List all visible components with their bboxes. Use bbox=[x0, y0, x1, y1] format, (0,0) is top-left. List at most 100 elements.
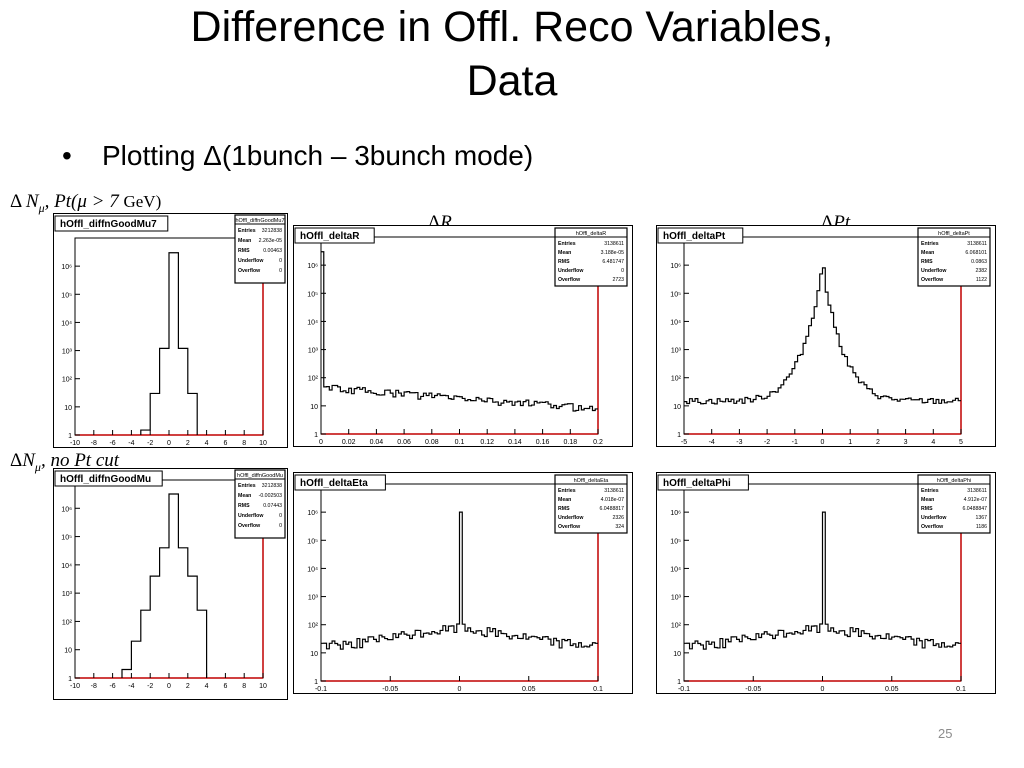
x-tick-label: 0 bbox=[167, 440, 171, 447]
histogram-title-box bbox=[54, 215, 169, 232]
y-tick-label: 10 bbox=[310, 651, 318, 658]
x-tick-label: 0.1 bbox=[455, 439, 465, 446]
histogram-title-box bbox=[657, 227, 744, 244]
label-unit: GeV) bbox=[123, 192, 162, 211]
bullet-dot: • bbox=[62, 140, 72, 171]
histogram-title-text: hOffl_deltaR bbox=[300, 231, 360, 242]
y-tick-label: 10⁵ bbox=[61, 292, 72, 299]
bullet-text: Plotting Δ(1bunch – 3bunch mode) bbox=[102, 140, 534, 171]
stats-value: 6.0488817 bbox=[599, 506, 624, 512]
y-tick-label: 10 bbox=[64, 648, 72, 655]
histogram-title-box bbox=[54, 470, 163, 487]
histogram-deltapt: hOffl_deltaPt11010²10³10⁴10⁵10⁶-5-4-3-2-… bbox=[656, 225, 996, 447]
histogram-title-box bbox=[294, 474, 386, 491]
stats-value: -0.002503 bbox=[259, 493, 282, 499]
slide-title-line1: Difference in Offl. Reco Variables, bbox=[190, 3, 834, 51]
y-tick-label: 10² bbox=[62, 377, 73, 384]
histogram-outline bbox=[321, 511, 598, 650]
y-tick-label: 10³ bbox=[62, 349, 73, 356]
stats-value: 1186 bbox=[976, 524, 987, 530]
x-tick-label: -6 bbox=[109, 683, 115, 690]
slide-title: Difference in Offl. Reco Variables, Data bbox=[0, 0, 1024, 108]
x-tick-label: 4 bbox=[205, 683, 209, 690]
slide-title-line2: Data bbox=[466, 57, 558, 105]
stats-value: 0.00463 bbox=[263, 248, 282, 254]
y-tick-label: 10 bbox=[673, 404, 681, 411]
x-tick-label: -2 bbox=[147, 683, 153, 690]
stats-value: 0 bbox=[279, 513, 282, 519]
x-tick-label: -4 bbox=[128, 683, 134, 690]
stats-value: 1367 bbox=[975, 515, 987, 521]
stats-value: 6.068101 bbox=[965, 250, 987, 256]
histogram-title: hOffl_diffnGoodMu7 bbox=[54, 215, 169, 232]
x-tick-label: -4 bbox=[128, 440, 134, 447]
y-tick-label: 1 bbox=[314, 679, 318, 686]
stats-value: 6.0488847 bbox=[962, 506, 987, 512]
stats-value: 6.481747 bbox=[602, 259, 624, 265]
stats-box-frame bbox=[917, 227, 991, 287]
x-tick-label: 2 bbox=[186, 440, 190, 447]
label-delta: Δ bbox=[10, 191, 26, 212]
histogram-title-text: hOffl_diffnGoodMu7 bbox=[60, 219, 157, 230]
stats-key: RMS bbox=[238, 248, 250, 254]
stats-value: 3.188e-05 bbox=[601, 250, 624, 256]
stats-value: 1122 bbox=[976, 277, 987, 283]
y-tick-label: 10⁶ bbox=[670, 263, 681, 270]
x-tick-label: -1 bbox=[792, 439, 798, 446]
x-tick-label: 10 bbox=[259, 683, 267, 690]
x-tick-label: -8 bbox=[91, 440, 97, 447]
x-tick-label: 0.06 bbox=[397, 439, 411, 446]
label-var: R bbox=[440, 212, 452, 233]
y-tick-label: 10⁵ bbox=[61, 535, 72, 542]
x-tick-label: 5 bbox=[959, 439, 963, 446]
stats-value: 0 bbox=[279, 258, 282, 264]
x-tick-label: -0.05 bbox=[745, 686, 761, 693]
y-tick-label: 10⁴ bbox=[61, 320, 72, 327]
y-tick-label: 1 bbox=[68, 433, 72, 440]
stats-key: RMS bbox=[558, 506, 570, 512]
stats-box-frame bbox=[917, 474, 991, 534]
histogram-title-text: hOffl_diffnGoodMu bbox=[60, 474, 151, 485]
histogram-title-box bbox=[657, 474, 749, 491]
y-tick-label: 10⁴ bbox=[307, 566, 318, 573]
stats-value: 0 bbox=[279, 268, 282, 274]
x-tick-label: -4 bbox=[709, 439, 715, 446]
y-tick-label: 10⁵ bbox=[670, 291, 681, 298]
stats-box-title: hOffl_deltaPhi bbox=[937, 478, 971, 484]
y-tick-label: 1 bbox=[314, 432, 318, 439]
x-tick-label: 6 bbox=[223, 683, 227, 690]
x-tick-label: -10 bbox=[70, 440, 80, 447]
x-tick-label: 2 bbox=[876, 439, 880, 446]
label-var: N bbox=[22, 450, 35, 471]
histogram-title-box bbox=[294, 227, 375, 244]
x-tick-label: -8 bbox=[91, 683, 97, 690]
x-tick-label: 6 bbox=[223, 440, 227, 447]
x-tick-label: 0.16 bbox=[536, 439, 550, 446]
stats-value: 324 bbox=[615, 524, 624, 530]
stats-key: Entries bbox=[558, 241, 576, 247]
histogram-title-text: hOffl_deltaEta bbox=[300, 478, 368, 489]
stats-key: Entries bbox=[238, 228, 256, 234]
stats-key: Entries bbox=[558, 488, 576, 494]
stats-key: Entries bbox=[921, 488, 939, 494]
histogram-title: hOffl_deltaPt bbox=[657, 227, 744, 244]
y-tick-label: 10³ bbox=[308, 348, 319, 355]
x-tick-label: 0.08 bbox=[425, 439, 439, 446]
y-tick-label: 10² bbox=[671, 376, 682, 383]
x-tick-label: -10 bbox=[70, 683, 80, 690]
label-nmu-cut: Δ Nμ, Pt(μ > 7 GeV) bbox=[10, 191, 161, 216]
x-tick-label: 0.05 bbox=[522, 686, 536, 693]
y-tick-label: 1 bbox=[677, 679, 681, 686]
histogram-diffngoodmu: hOffl_diffnGoodMu11010²10³10⁴10⁵10⁶-10-8… bbox=[53, 468, 288, 700]
y-tick-label: 10³ bbox=[671, 595, 682, 602]
x-tick-label: -0.1 bbox=[678, 686, 690, 693]
stats-key: Mean bbox=[558, 250, 571, 256]
stats-value: 3212838 bbox=[262, 483, 282, 489]
x-tick-label: -0.05 bbox=[382, 686, 398, 693]
y-tick-label: 10⁴ bbox=[670, 319, 681, 326]
